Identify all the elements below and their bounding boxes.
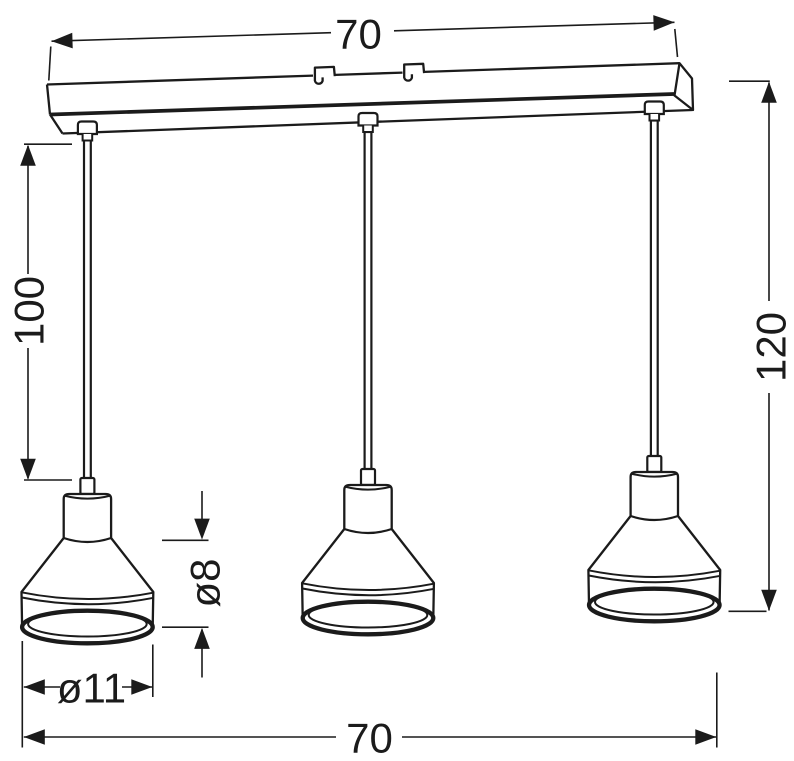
bar-right-end-face xyxy=(673,62,695,112)
arrowhead xyxy=(761,589,777,611)
cord-holder xyxy=(76,120,99,142)
dimension-shade-large-diameter: ø11 xyxy=(21,641,154,748)
pendant-cord xyxy=(649,119,659,458)
arrowhead xyxy=(20,458,36,480)
dimension-line xyxy=(393,21,675,32)
arrowhead xyxy=(653,14,675,31)
suspension xyxy=(76,100,665,480)
arrowhead xyxy=(20,144,36,166)
lamp-shade-right xyxy=(588,456,720,621)
dim-shade-small-diameter-label: ø8 xyxy=(182,558,229,607)
cord-holder xyxy=(643,100,665,122)
dimension-shade-small-diameter: ø8 xyxy=(162,491,229,678)
pendant-cord xyxy=(363,130,373,471)
arrowhead xyxy=(695,729,717,745)
dimension-overall-height: 120 xyxy=(728,80,794,613)
dimension-bar-width: 70 xyxy=(48,11,679,81)
extension-line xyxy=(48,46,52,81)
bar-top-edge xyxy=(46,74,314,86)
lamp-shade-left xyxy=(21,478,153,643)
extension-line xyxy=(674,28,679,58)
bar-left-edge xyxy=(45,84,52,115)
arrowhead xyxy=(194,518,210,540)
dimension-overall-width: 70 xyxy=(23,672,718,761)
pendant-cord xyxy=(82,137,92,480)
arrowhead xyxy=(23,679,45,695)
bar-top-edge xyxy=(424,62,680,74)
arrowhead xyxy=(51,32,73,49)
mounting-hook-icon xyxy=(313,65,336,85)
bar-front-bottom-edge xyxy=(50,92,675,117)
dim-overall-width-label: 70 xyxy=(346,715,393,761)
dimension-cord-length: 100 xyxy=(6,143,72,481)
arrowhead xyxy=(194,627,210,649)
cord-holder xyxy=(357,111,379,134)
dim-shade-large-diameter-label: ø11 xyxy=(57,665,126,712)
mounting-hook-icon xyxy=(403,62,426,82)
dimension-line xyxy=(51,31,332,42)
bar-top-edge xyxy=(335,71,403,77)
arrowhead xyxy=(23,729,45,745)
arrowhead xyxy=(131,679,153,695)
bar-left-chamfer xyxy=(49,113,64,135)
lamp-shades xyxy=(21,456,720,643)
dim-cord-length-label: 100 xyxy=(6,276,53,346)
dim-overall-height-label: 120 xyxy=(748,312,794,382)
lamp-shade-middle xyxy=(302,469,434,634)
arrowhead xyxy=(761,81,777,103)
dim-bar-width-label: 70 xyxy=(335,11,382,58)
